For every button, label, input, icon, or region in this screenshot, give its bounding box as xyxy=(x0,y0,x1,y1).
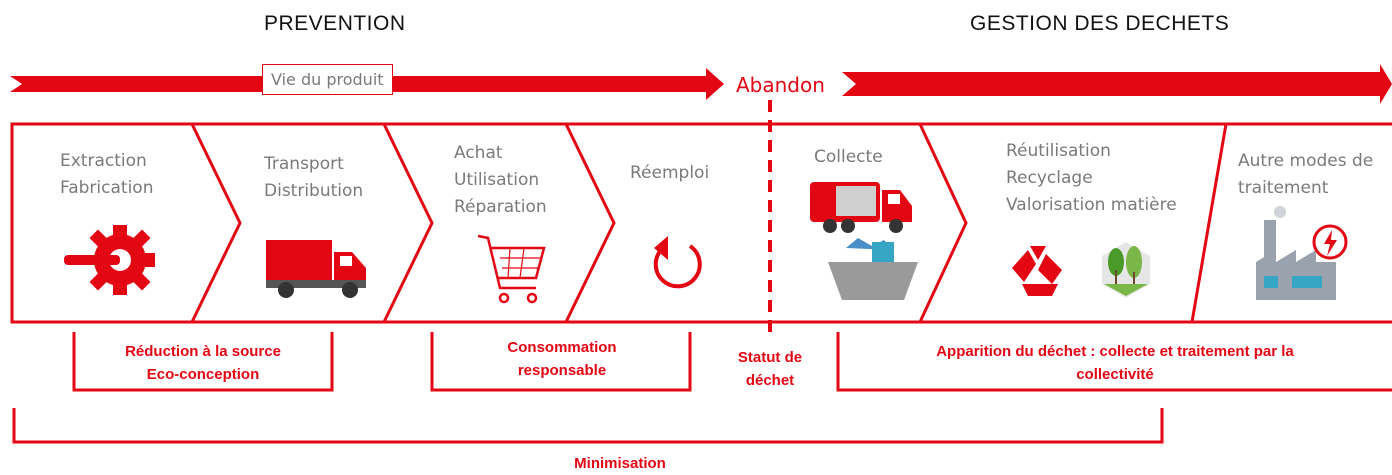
step-transport: Transport Distribution xyxy=(264,154,364,201)
step-recycling: Réutilisation Recyclage Valorisation mat… xyxy=(1006,141,1177,215)
chevron-2 xyxy=(382,123,434,323)
gear-wrench-icon xyxy=(64,225,155,295)
step-extraction: Extraction Fabrication xyxy=(60,151,154,198)
responsible-consumption-label: Consommation responsable xyxy=(507,339,617,379)
step-reuse: Réemploi xyxy=(630,163,710,183)
step-collection: Collecte xyxy=(814,147,883,167)
chevron-4 xyxy=(918,123,968,323)
truck-icon xyxy=(266,240,366,298)
shopping-cart-icon xyxy=(477,234,546,304)
bracket-consumption xyxy=(430,332,692,392)
prevention-header: PREVENTION xyxy=(264,12,406,35)
garbage-truck-icon xyxy=(810,182,918,300)
abandon-label: Abandon xyxy=(734,73,827,97)
bracket-waste xyxy=(836,332,1392,392)
bracket-source-reduction xyxy=(72,332,334,392)
waste-management-arrow xyxy=(842,64,1392,104)
minimisation-label: Minimisation xyxy=(574,455,666,472)
waste-appearance-label: Apparition du déchet : collecte et trait… xyxy=(936,343,1294,383)
chevron-1 xyxy=(190,123,242,323)
step-purchase: Achat Utilisation Réparation xyxy=(454,143,547,217)
step-other-treatment: Autre modes de traitement xyxy=(1238,151,1374,198)
product-life-label: Vie du produit xyxy=(262,64,393,95)
separator-5 xyxy=(1190,123,1228,323)
circular-arrow-icon xyxy=(653,236,702,289)
forest-hexagon-icon xyxy=(1102,242,1150,298)
chevron-3 xyxy=(564,123,616,323)
waste-status-label: Statut de déchet xyxy=(722,346,818,392)
recycle-icon xyxy=(1012,246,1062,296)
source-reduction-label: Réduction à la source Eco-conception xyxy=(125,343,281,383)
process-frame xyxy=(10,122,1392,324)
factory-icon xyxy=(1256,206,1348,300)
bracket-minimisation xyxy=(12,408,1164,444)
waste-management-header: GESTION DES DECHETS xyxy=(970,12,1230,35)
